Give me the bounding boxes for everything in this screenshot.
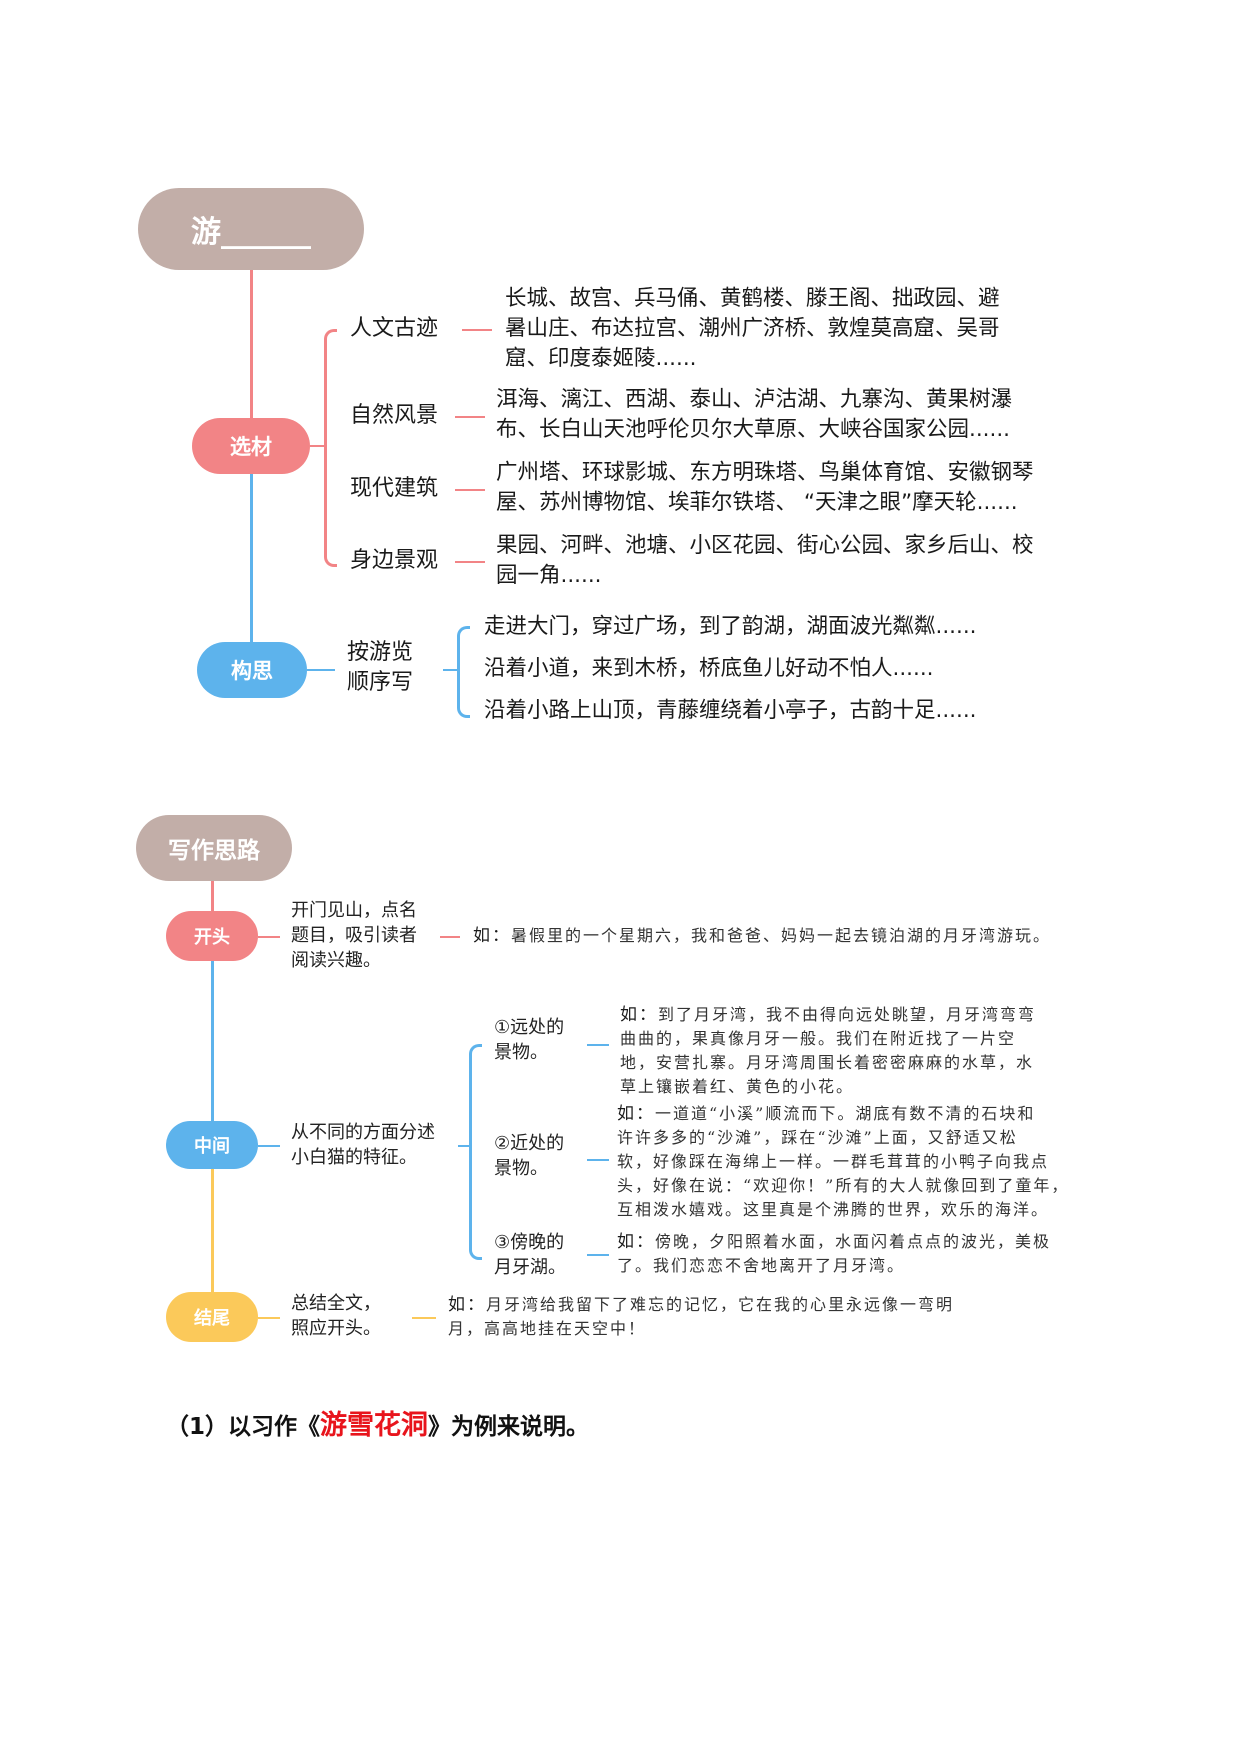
connector-conception-bracket [443, 669, 458, 671]
connector-root-to-opening [211, 881, 214, 911]
middle-point-evening-example: 如：傍晚，夕阳照着水面，水面闪着点点的波光，美极 了。我们恋恋不舍地离开了月牙湾… [617, 1232, 1052, 1275]
connector-category [455, 416, 485, 418]
connector-category [462, 329, 492, 331]
connector-point-example [587, 1254, 609, 1256]
connector-ending-label [258, 1317, 280, 1319]
conception-label: 按游览 顺序写 [347, 640, 414, 695]
root-node-writing-outline: 写作思路 [136, 815, 292, 881]
middle-point-near-scenery: ②近处的 景物。 [494, 1133, 565, 1179]
node-label: 构思 [231, 659, 273, 683]
leaf-modern-architecture: 广州塔、环球影城、东方明珠塔、鸟巢体育馆、安徽钢琴 屋、苏州博物馆、埃菲尔铁塔、… [496, 460, 1034, 515]
connector-point-example [587, 1044, 609, 1046]
conception-item: 沿着小道，来到木桥，桥底鱼儿好动不怕人...... [484, 656, 934, 681]
leaf-cultural-heritage: 长城、故宫、兵马俑、黄鹤楼、滕王阁、拙政园、避 暑山庄、布达拉宫、潮州广济桥、敦… [505, 286, 1000, 371]
connector-opening-label [258, 936, 280, 938]
connector-opening-to-middle [211, 961, 214, 1121]
connector-conception-label [307, 669, 335, 671]
node-conception: 构思 [197, 642, 307, 698]
bracket-middle-points [469, 1044, 482, 1260]
conception-item: 沿着小路上山顶，青藤缠绕着小亭子，古韵十足...... [484, 698, 977, 723]
category-cultural-heritage: 人文古迹 [350, 316, 439, 341]
node-middle: 中间 [166, 1121, 258, 1169]
connector-middle-bracket [458, 1145, 470, 1147]
node-label: 中间 [194, 1136, 230, 1157]
category-natural-scenery: 自然风景 [350, 403, 439, 428]
leaf-natural-scenery: 洱海、漓江、西湖、泰山、泸沽湖、九寨沟、黄果树瀑 布、长白山天池呼伦贝尔大草原、… [496, 387, 1013, 442]
category-nearby-landscape: 身边景观 [350, 548, 439, 573]
node-label: 选材 [230, 435, 272, 459]
caption-highlight-title: 游雪花洞 [320, 1410, 429, 1441]
root-node-label: 游______ [191, 215, 311, 250]
ending-example: 如：月牙湾给我留下了难忘的记忆，它在我的心里永远像一弯明 月，高高地挂在天空中！ [448, 1295, 955, 1338]
section-caption: （1）以习作《游雪花洞》为例来说明。 [166, 1410, 590, 1441]
ending-description: 总结全文， 照应开头。 [291, 1293, 381, 1339]
connector-category [455, 489, 485, 491]
bracket-material-categories [324, 329, 337, 567]
connector-material-bracket [310, 445, 325, 447]
category-modern-architecture: 现代建筑 [350, 476, 439, 501]
connector-opening-example [440, 936, 460, 938]
middle-point-far-example: 如：到了月牙湾，我不由得向远处眺望，月牙湾弯弯 曲曲的，果真像月牙一般。我们在附… [620, 1005, 1037, 1096]
conception-item: 走进大门，穿过广场，到了韵湖，湖面波光粼粼...... [484, 614, 977, 639]
connector-middle-label [258, 1145, 280, 1147]
root-node-label: 写作思路 [168, 838, 260, 864]
connector-category [455, 561, 485, 563]
connector-middle-to-ending [211, 1169, 214, 1292]
middle-point-far-scenery: ①远处的 景物。 [494, 1017, 565, 1063]
opening-example: 如：暑假里的一个星期六，我和爸爸、妈妈一起去镜泊湖的月牙湾游玩。 [473, 926, 1052, 946]
middle-description: 从不同的方面分述 小白猫的特征。 [291, 1122, 435, 1168]
node-opening: 开头 [166, 911, 258, 961]
node-ending: 结尾 [166, 1292, 258, 1342]
bracket-conception-items [457, 626, 470, 718]
connector-point-example [587, 1159, 609, 1161]
connector-ending-example [412, 1317, 436, 1319]
leaf-nearby-landscape: 果园、河畔、池塘、小区花园、街心公园、家乡后山、校 园一角...... [496, 533, 1034, 588]
node-material-selection: 选材 [192, 418, 310, 474]
connector-root-to-material [250, 270, 253, 420]
connector-material-to-idea [250, 474, 253, 644]
opening-description: 开门见山，点名 题目，吸引读者 阅读兴趣。 [291, 900, 417, 971]
root-node-travel: 游______ [138, 188, 364, 270]
node-label: 开头 [194, 927, 230, 948]
middle-point-evening-lake: ③傍晚的 月牙湖。 [494, 1232, 566, 1278]
middle-point-near-example: 如：一道道“小溪”顺流而下。湖底有数不清的石块和 许许多多的“沙滩”，踩在“沙滩… [617, 1104, 1070, 1219]
node-label: 结尾 [194, 1308, 230, 1329]
